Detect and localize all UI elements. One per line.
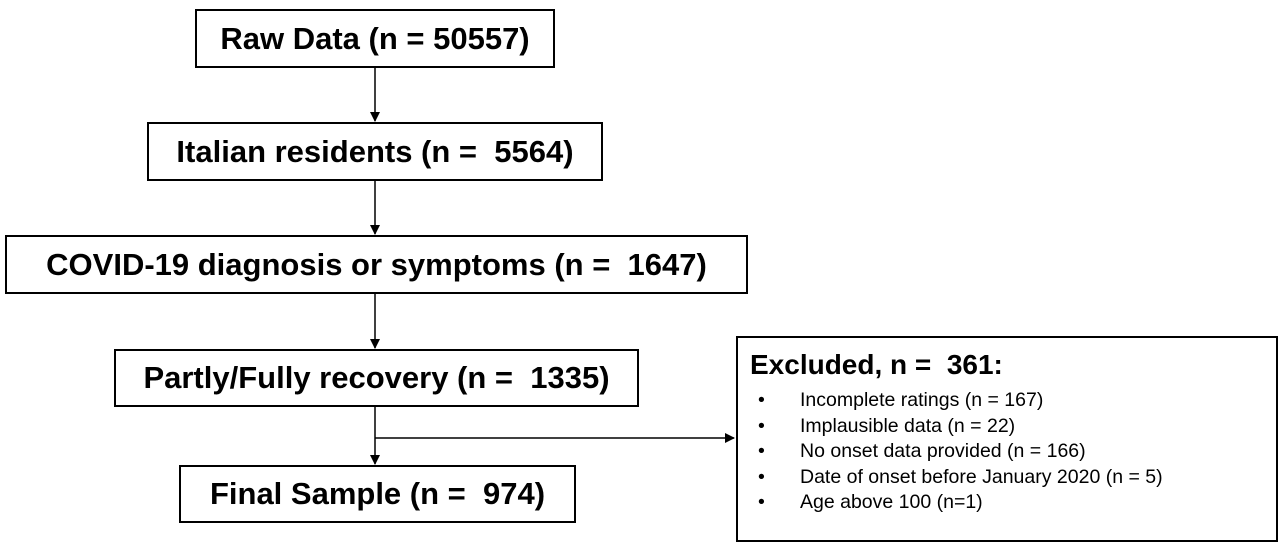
excluded-list: • Incomplete ratings (n = 167) • Implaus… (750, 388, 1266, 516)
excluded-item: • Age above 100 (n=1) (750, 490, 1266, 516)
step-italian-residents-label: Italian residents (n = 5564) (176, 133, 574, 169)
bullet-icon: • (758, 389, 765, 411)
excluded-item: • Incomplete ratings (n = 167) (750, 388, 1266, 414)
step-recovery: Partly/Fully recovery (n = 1335) (114, 349, 639, 407)
excluded-item: • Implausible data (n = 22) (750, 414, 1266, 440)
excluded-item-label: Date of onset before January 2020 (n = 5… (800, 465, 1163, 488)
excluded-item: • No onset data provided (n = 166) (750, 439, 1266, 465)
bullet-icon: • (758, 465, 765, 488)
step-recovery-label: Partly/Fully recovery (n = 1335) (143, 360, 610, 395)
excluded-item-label: Age above 100 (n=1) (800, 491, 983, 513)
excluded-item-label: Implausible data (n = 22) (800, 414, 1016, 437)
excluded-box: Excluded, n = 361: • Incomplete ratings … (736, 336, 1278, 542)
step-italian-residents: Italian residents (n = 5564) (147, 122, 603, 181)
excluded-item-label: Incomplete ratings (n = 167) (800, 389, 1044, 411)
step-covid-diagnosis-label: COVID-19 diagnosis or symptoms (n = 1647… (46, 246, 707, 282)
bullet-icon: • (758, 491, 765, 513)
step-raw-data: Raw Data (n = 50557) (195, 9, 555, 68)
step-covid-diagnosis: COVID-19 diagnosis or symptoms (n = 1647… (5, 235, 748, 294)
excluded-item-label: No onset data provided (n = 166) (800, 440, 1086, 462)
bullet-icon: • (758, 414, 765, 437)
bullet-icon: • (758, 440, 765, 462)
step-final-sample-label: Final Sample (n = 974) (209, 476, 546, 511)
excluded-item: • Date of onset before January 2020 (n =… (750, 465, 1266, 491)
excluded-title: Excluded, n = 361: (750, 349, 1003, 380)
step-final-sample: Final Sample (n = 974) (179, 465, 576, 523)
step-raw-data-label: Raw Data (n = 50557) (220, 20, 530, 56)
